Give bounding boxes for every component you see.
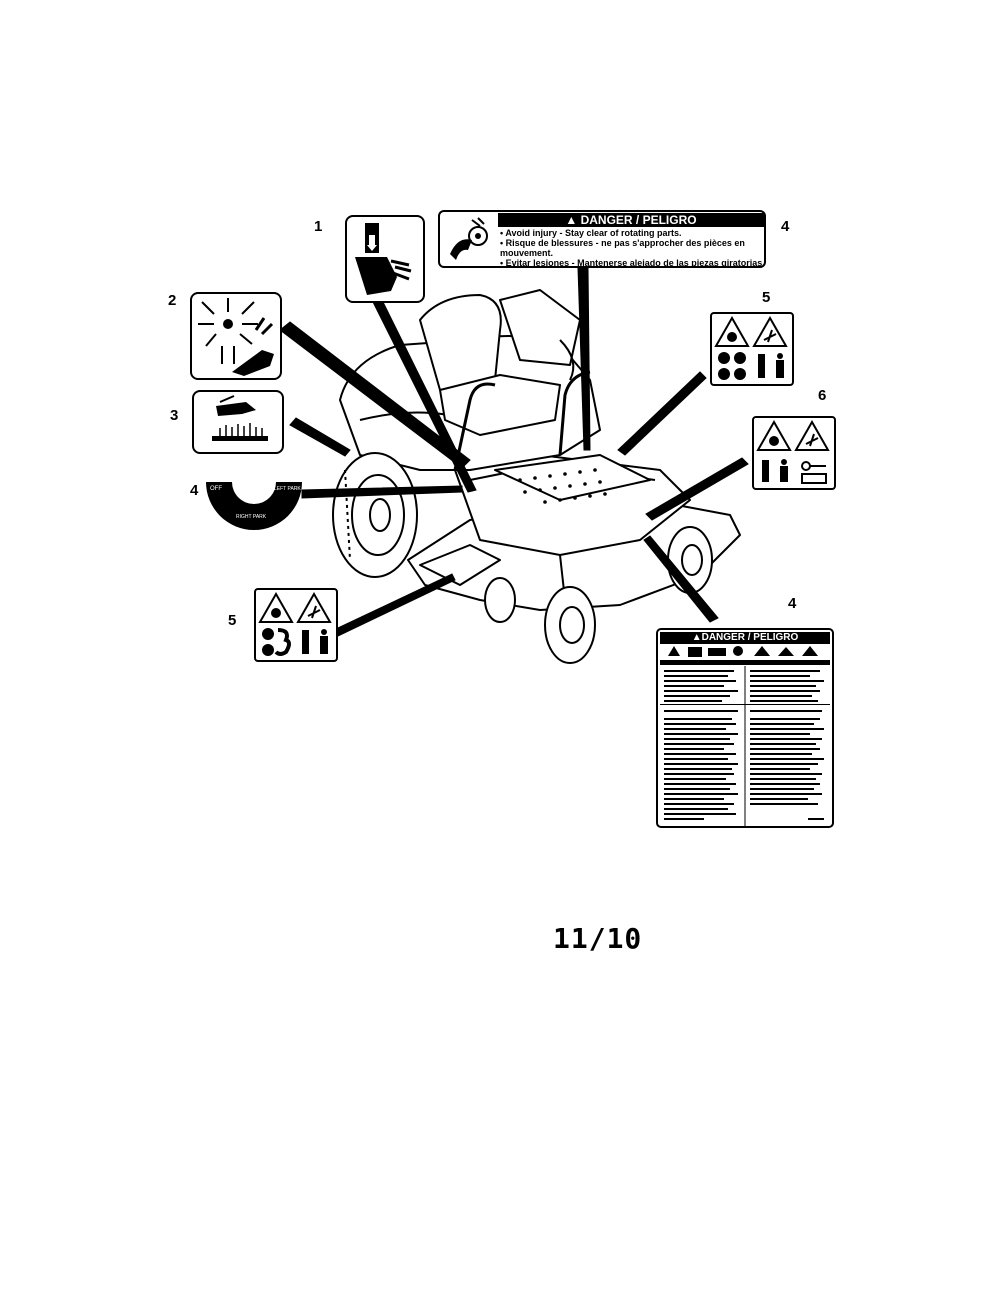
side-caster — [484, 577, 516, 623]
callout-6: 6 — [818, 387, 827, 404]
page-number: 11/10 — [553, 922, 643, 955]
arc-label-off: OFF — [210, 486, 222, 492]
rotating-parts-icon — [450, 217, 488, 260]
large-danger-body — [660, 646, 830, 826]
top-danger-header: ▲ DANGER / PELIGRO — [498, 213, 764, 227]
floor-holes — [518, 468, 607, 504]
control-lever-left — [453, 382, 496, 471]
leader-5-right — [617, 371, 707, 456]
top-line-1: • Avoid injury - Stay clear of rotating … — [500, 228, 682, 238]
callout-4-top: 4 — [781, 218, 790, 235]
callout-1: 1 — [314, 218, 323, 235]
leader-4-top — [577, 267, 591, 451]
seat-back — [419, 294, 502, 391]
decal-warning-panel-6 — [752, 416, 836, 490]
decal-danger-large: ▲DANGER / PELIGRO — [656, 628, 834, 828]
front-caster-left — [544, 586, 596, 664]
hand-starburst-icon — [198, 298, 274, 376]
top-line-3: mouvement. — [500, 248, 554, 258]
decal-warning-panel-right — [710, 312, 794, 386]
arc-label-right-park: RIGHT PARK — [236, 514, 267, 520]
warning-triangle-icon: ▲ — [565, 213, 581, 227]
hot-surface-icon — [212, 395, 268, 441]
callout-4-bottom: 4 — [788, 595, 797, 612]
callout-4-left: 4 — [190, 482, 199, 499]
warning-panel-icons — [714, 315, 788, 380]
rear-tire-left — [332, 452, 418, 578]
leader-4-bottom — [643, 535, 719, 623]
decal-hand-hazard — [190, 292, 282, 380]
warning-panel-left-icons — [258, 591, 332, 656]
leader-2 — [279, 321, 471, 469]
callout-5-right: 5 — [762, 289, 771, 306]
decal-park-arc: OFF LEFT PARK RIGHT PARK — [206, 482, 302, 530]
warning-triangle-icon-2: ▲ — [691, 632, 702, 643]
top-line-2: • Risque de blessures - ne pas s'approch… — [500, 238, 745, 248]
decal-warning-panel-left — [254, 588, 338, 662]
leader-4-left — [301, 485, 463, 499]
decal-crush-hazard — [345, 215, 425, 303]
callout-3: 3 — [170, 407, 179, 424]
callout-5-left: 5 — [228, 612, 237, 629]
callout-2: 2 — [168, 292, 177, 309]
top-line-4: • Evitar lesiones - Mantenerse alejado d… — [500, 258, 765, 268]
engine — [499, 289, 581, 366]
arc-label-left-park: LEFT PARK — [274, 486, 301, 492]
leader-6 — [645, 457, 749, 521]
leader-5-left — [337, 573, 456, 637]
crush-hand-icon — [355, 223, 412, 295]
large-danger-header: ▲DANGER / PELIGRO — [660, 632, 830, 644]
warning-panel-6-icons — [756, 419, 830, 484]
decal-danger-rotating: ▲ DANGER / PELIGRO • Avoid injury - Stay… — [438, 210, 766, 268]
decal-hot-surface — [192, 390, 284, 454]
front-caster-right — [667, 526, 713, 594]
seat-base — [439, 374, 561, 436]
leader-3 — [289, 417, 351, 457]
